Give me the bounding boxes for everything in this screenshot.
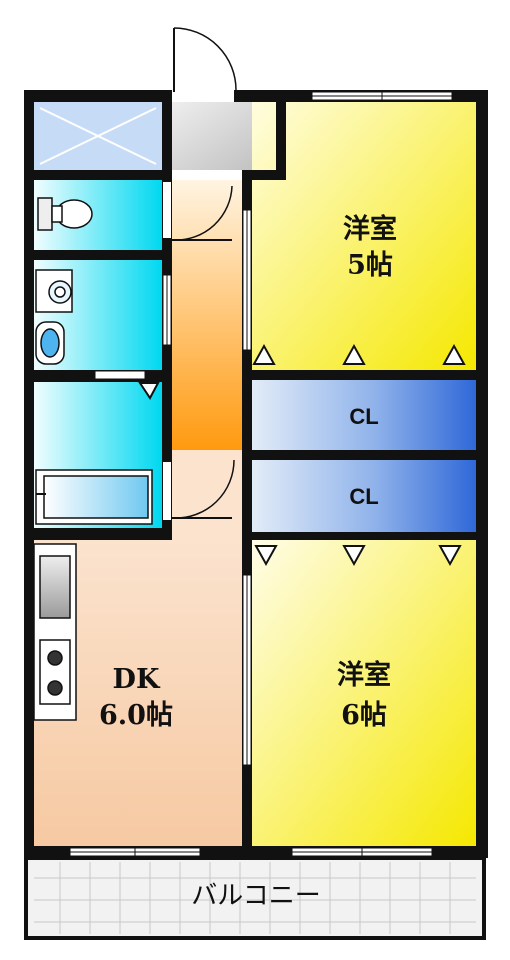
corridor-floor xyxy=(172,180,242,450)
toilet-fixture xyxy=(37,197,93,231)
balcony xyxy=(24,856,486,940)
closet-bottom-floor xyxy=(252,460,476,532)
dining-kitchen-name: DK xyxy=(113,664,161,695)
western-room-top-size: 5帖 xyxy=(347,250,393,281)
closet-top-label: CL xyxy=(349,404,378,429)
windows xyxy=(69,91,453,857)
kitchen-counter xyxy=(33,543,77,721)
western-room-top-name: 洋室 xyxy=(343,213,397,245)
hall-floor xyxy=(172,450,242,540)
bathtub xyxy=(35,469,153,525)
entrance-door xyxy=(172,27,237,96)
western-room-bottom-floor xyxy=(252,540,476,846)
wash-basin xyxy=(35,321,65,365)
toilet-door xyxy=(163,182,233,241)
bath-door xyxy=(163,459,235,520)
walls xyxy=(24,90,488,858)
closet-door-markers xyxy=(138,343,466,567)
western-room-top-floor xyxy=(252,102,476,370)
dining-kitchen-size: 6.0帖 xyxy=(99,700,173,731)
closet-bottom-label: CL xyxy=(349,484,378,509)
balcony-label: バルコニー xyxy=(191,881,320,911)
closet-top-floor xyxy=(252,380,476,450)
storage-cross xyxy=(39,107,157,165)
sliding-doors xyxy=(94,209,252,766)
western-room-bottom-size: 6帖 xyxy=(341,700,387,731)
western-room-bottom-name: 洋室 xyxy=(337,659,391,691)
washing-machine xyxy=(35,269,73,313)
